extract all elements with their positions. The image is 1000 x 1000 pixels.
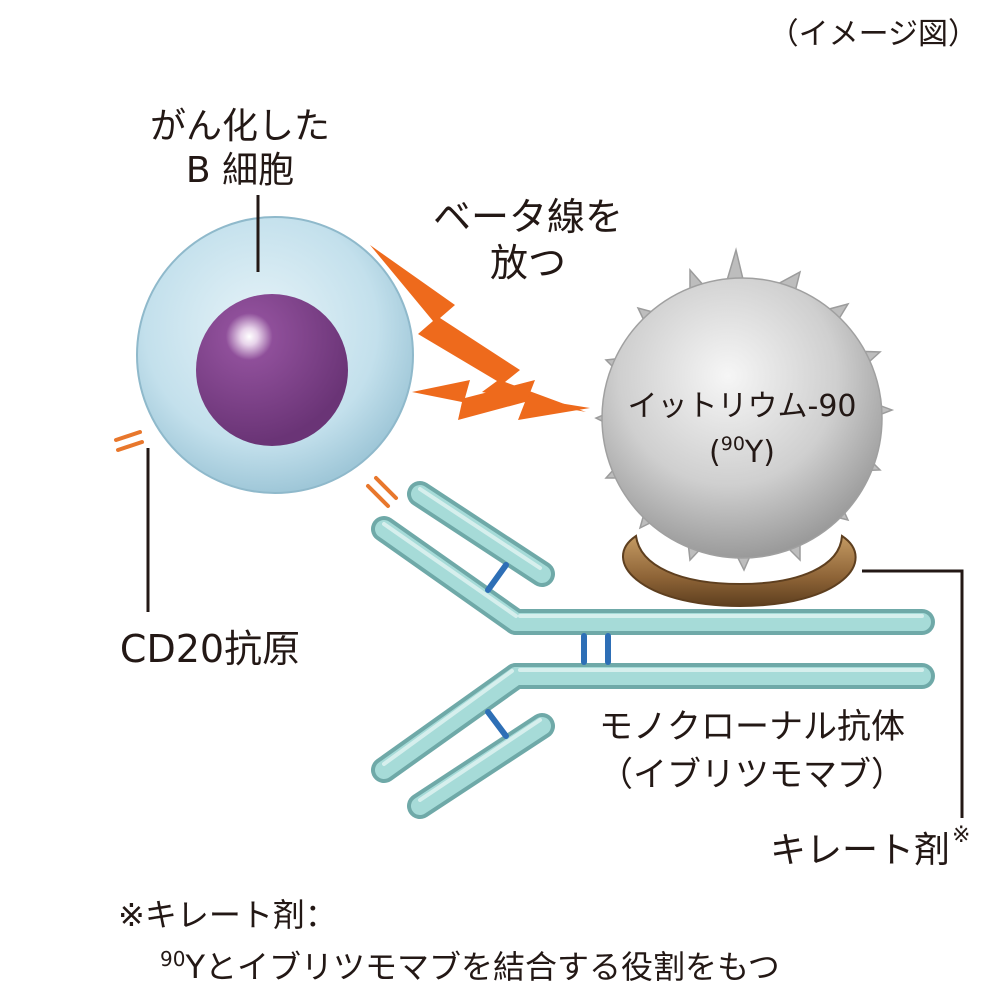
b-cell: [136, 216, 414, 494]
beta-ray-label-line1: ベータ線を: [433, 195, 623, 239]
beta-ray-bolts: [370, 245, 590, 420]
note-top-right: （イメージ図）: [769, 17, 978, 52]
yttrium-symbol-close: ): [763, 435, 775, 470]
yttrium-symbol-label: (90Y): [709, 433, 775, 470]
yttrium-symbol-open: (: [709, 435, 721, 470]
beta-ray-label-line2: 放つ: [490, 241, 566, 285]
footnote-line1: ※キレート剤：: [118, 896, 337, 934]
antibody-label-line1: モノクローナル抗体: [599, 707, 905, 747]
yttrium-90-particle: [594, 247, 895, 572]
footnote-line2: 90Yとイブリツモマブを結合する役割をもつ: [160, 947, 780, 986]
chelator: [622, 534, 857, 608]
yttrium-mass-number: 90: [721, 433, 745, 455]
footnote-text: Yとイブリツモマブを結合する役割をもつ: [184, 948, 779, 986]
cell-label-line2: B 細胞: [186, 150, 294, 191]
disulfide-bonds: [485, 562, 611, 739]
chelator-label-mark: ※: [952, 823, 970, 848]
antibody: [371, 481, 935, 819]
chelator-label: キレート剤: [770, 830, 950, 871]
leader-lines: [146, 195, 964, 818]
antigen-label: CD20抗原: [120, 627, 300, 671]
yttrium-element: Y: [744, 435, 764, 470]
yttrium-name-label: イットリウム-90: [628, 389, 857, 424]
cell-nucleus: [196, 294, 348, 446]
cell-label-line1: がん化した: [150, 106, 330, 147]
footnote-mass-number: 90: [160, 947, 185, 971]
antibody-label-line2: （イブリツモマブ）: [599, 755, 905, 795]
